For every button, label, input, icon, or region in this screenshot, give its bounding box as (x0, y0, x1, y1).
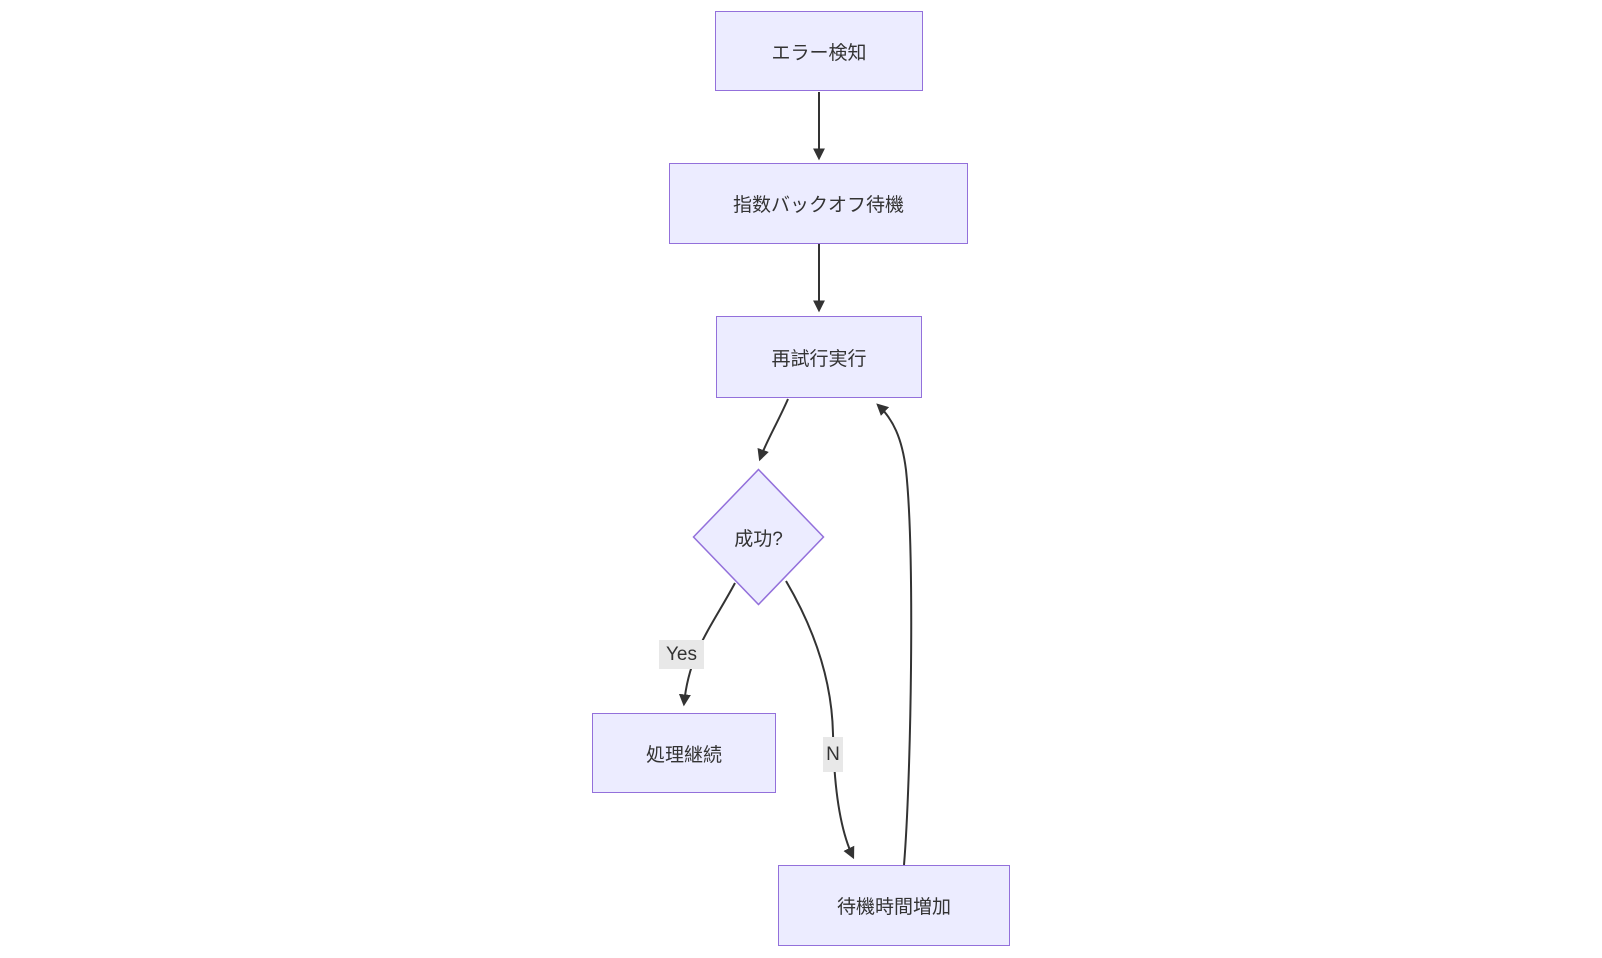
node-continue-processing-label: 処理継続 (645, 744, 722, 766)
decision-diamond-shape (692, 468, 825, 606)
node-continue-processing: 処理継続 (592, 713, 776, 793)
node-increase-wait-time-label: 待機時間増加 (836, 897, 951, 918)
node-retry-execution: 再試行実行 (716, 316, 922, 398)
node-exponential-backoff-wait-label: 指数バックオフ待機 (732, 195, 904, 216)
node-exponential-backoff-wait: 指数バックオフ待機 (669, 163, 968, 244)
decision-success-label: 成功? (734, 528, 783, 550)
node-error-detection: エラー検知 (715, 11, 923, 91)
edge-increase-to-retry (876, 403, 913, 866)
edge-label-n: N (823, 737, 843, 772)
node-increase-wait-time: 待機時間増加 (778, 865, 1010, 946)
edge-retry-to-success (757, 398, 789, 462)
node-retry-execution-label: 再試行実行 (771, 348, 867, 370)
node-error-detection-label: エラー検知 (771, 42, 867, 64)
edge-success-n-to-increase (785, 580, 855, 860)
decision-success: 成功? (692, 468, 825, 606)
edge-label-yes: Yes (659, 640, 704, 669)
